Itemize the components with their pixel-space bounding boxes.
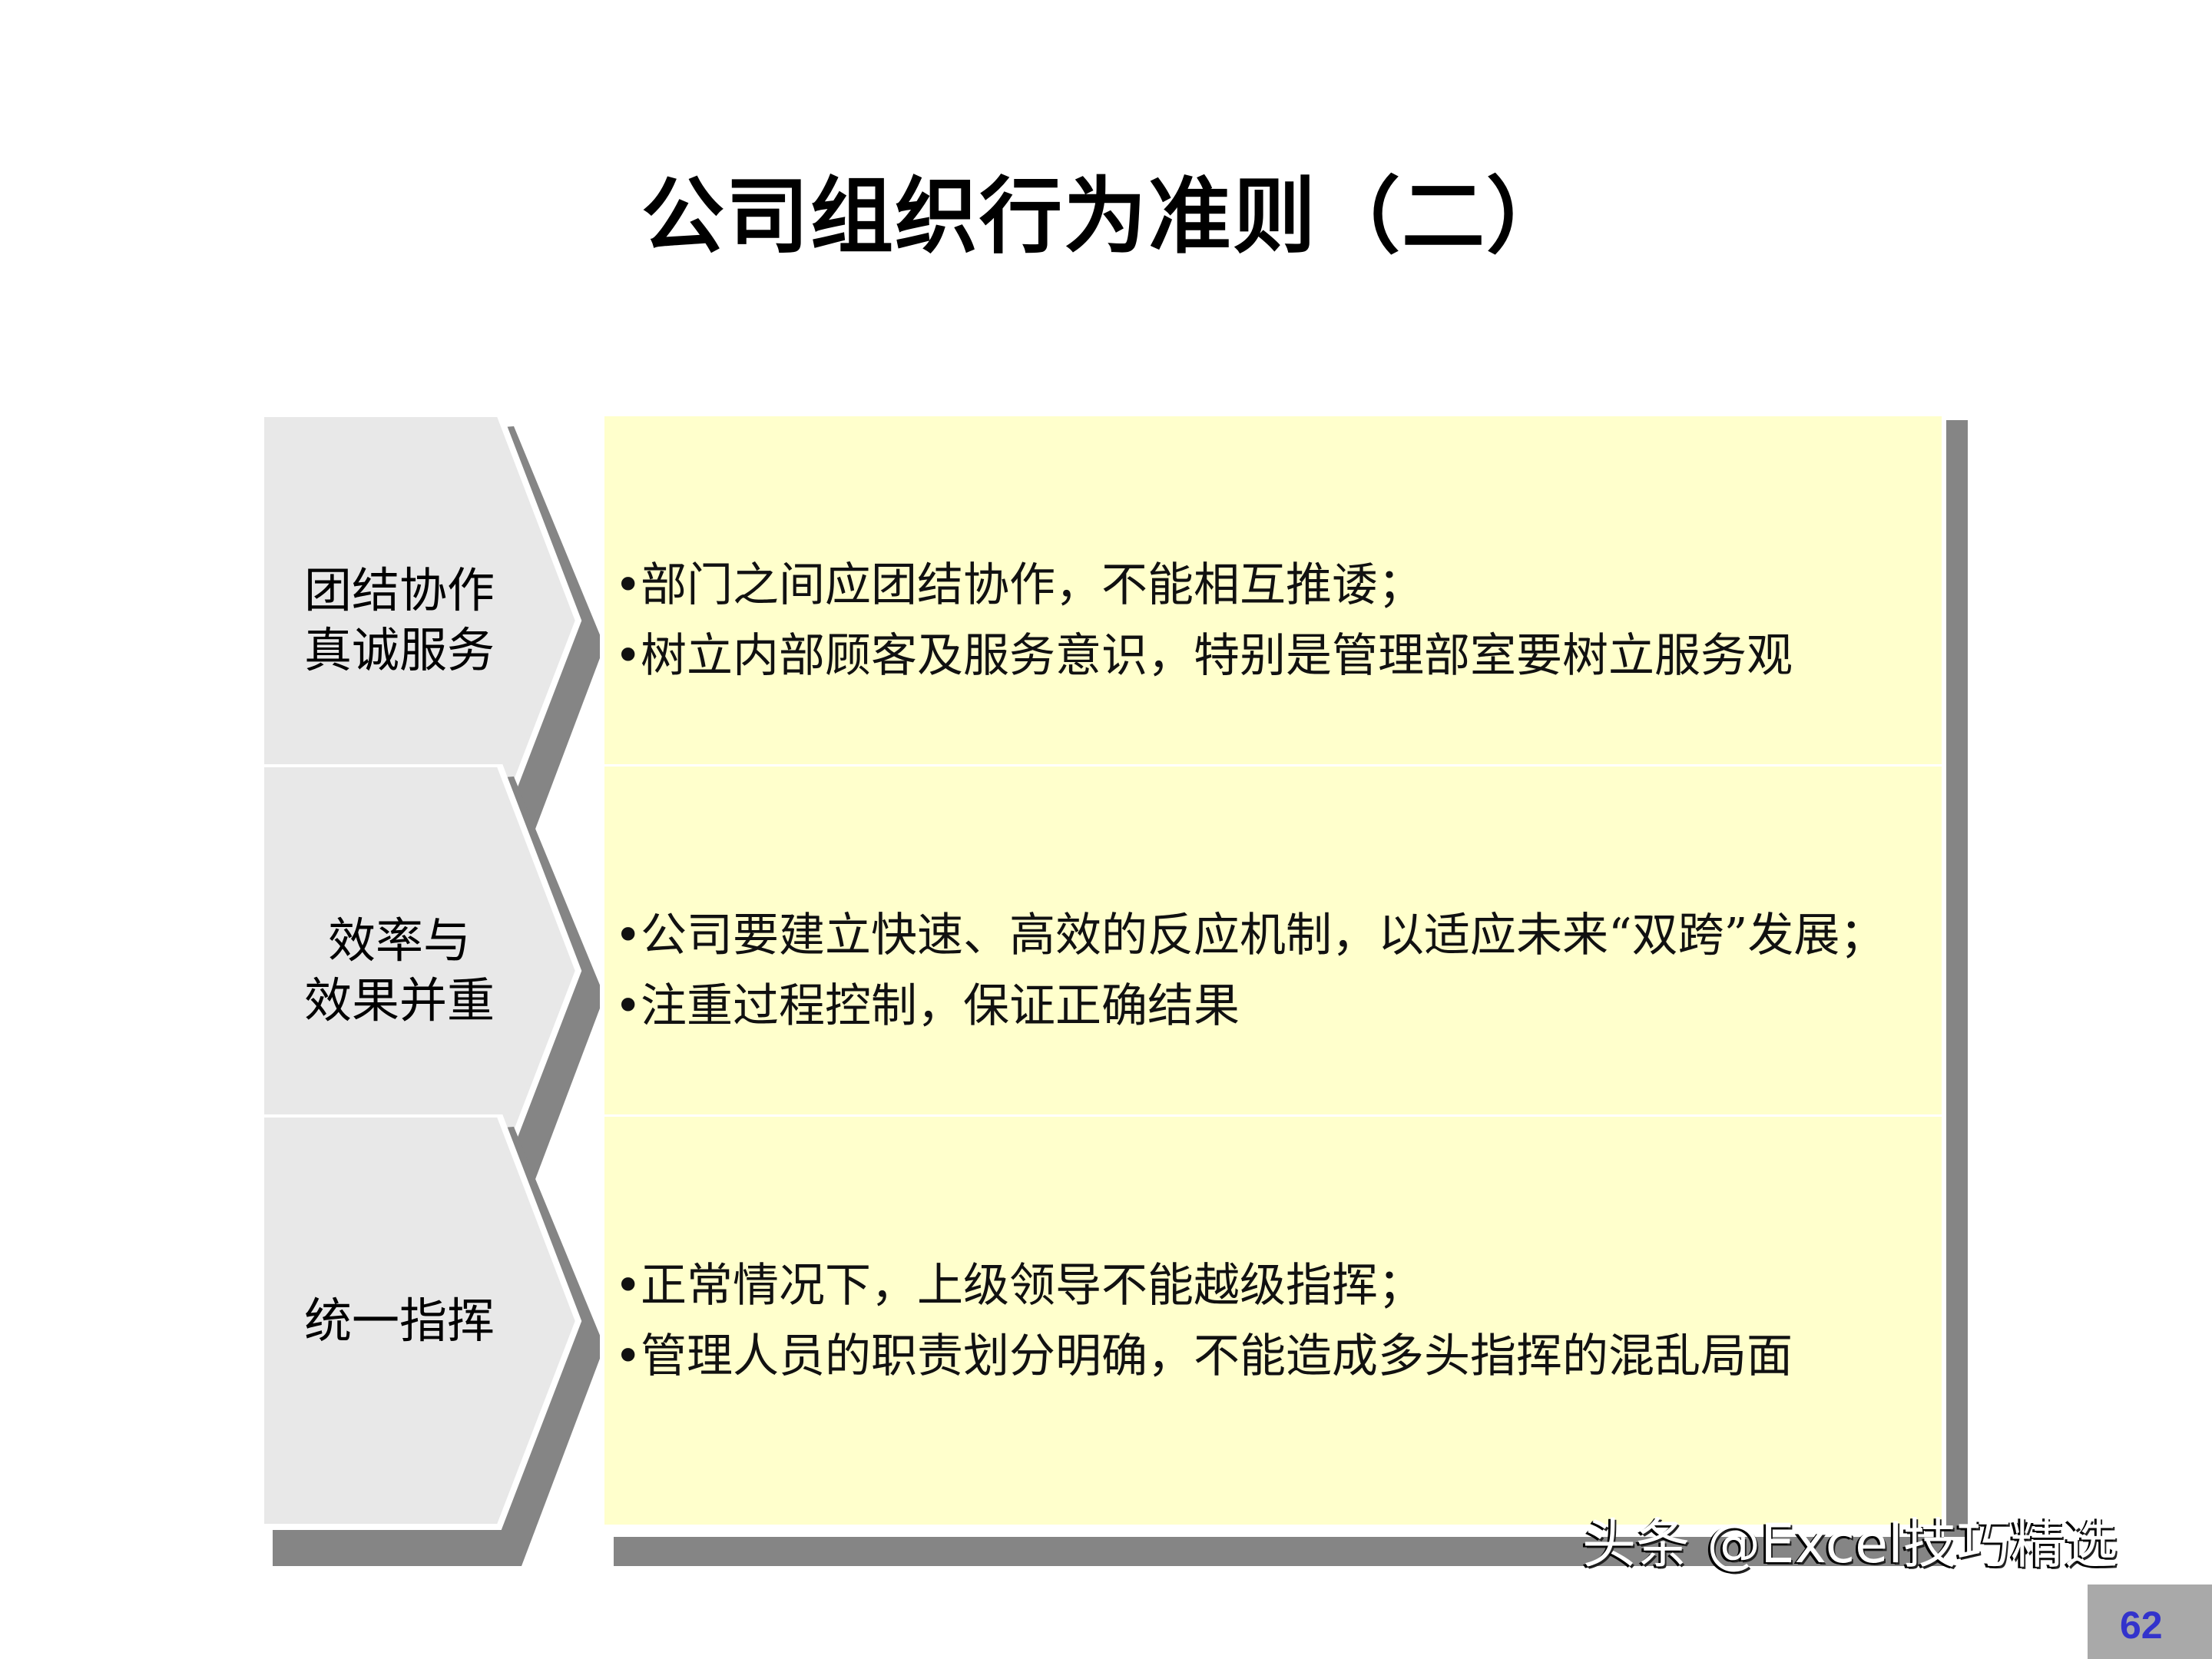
bullet-icon: •	[614, 979, 642, 1033]
bullet-icon: •	[614, 1329, 642, 1383]
label-chevron	[258, 764, 582, 1180]
bullet-icon: •	[614, 558, 642, 612]
row-shapes	[258, 414, 1968, 866]
panel-box	[600, 1114, 1946, 1529]
label-line: 团结协作	[303, 561, 495, 618]
panel-box	[600, 764, 1946, 1179]
principle-details: •部门之间应团结协作，不能相互推诿；•树立内部顾客及服务意识，特别是管理部室要树…	[614, 414, 1936, 826]
bullet-icon: •	[614, 628, 642, 683]
bullet-text: 注重过程控制，保证正确结果	[641, 979, 1240, 1033]
label-chevron	[258, 1114, 582, 1530]
principle-details: •正常情况下，上级领导不能越级指挥；•管理人员的职责划分明确，不能造成多头指挥的…	[614, 1114, 1936, 1527]
page-number-box	[2088, 1584, 2212, 1659]
row-shapes	[258, 1114, 1968, 1566]
bullet-icon: •	[614, 1258, 642, 1313]
bullet-item: •部门之间应团结协作，不能相互推诿；	[614, 550, 1936, 621]
bullet-item: •树立内部顾客及服务意识，特别是管理部室要树立服务观	[614, 621, 1936, 691]
bullet-item: •管理人员的职责划分明确，不能造成多头指挥的混乱局面	[614, 1321, 1936, 1392]
principle-row: 团结协作真诚服务•部门之间应团结协作，不能相互推诿；•树立内部顾客及服务意识，特…	[0, 414, 2212, 875]
row-shapes	[258, 764, 1968, 1216]
principle-label: 效率与效果并重	[261, 764, 538, 1177]
label-line: 真诚服务	[303, 621, 495, 678]
label-line: 效率与	[327, 912, 471, 969]
bullet-text: 正常情况下，上级领导不能越级指挥；	[641, 1258, 1424, 1313]
bullet-item: •注重过程控制，保证正确结果	[614, 971, 1936, 1041]
panel-box	[600, 414, 1946, 829]
label-chevron	[258, 414, 582, 830]
principle-label: 统一指挥	[261, 1114, 538, 1527]
bullet-text: 树立内部顾客及服务意识，特别是管理部室要树立服务观	[641, 628, 1793, 683]
bullet-icon: •	[614, 908, 642, 962]
bullet-text: 部门之间应团结协作，不能相互推诿；	[641, 558, 1424, 612]
principle-row: 统一指挥•正常情况下，上级领导不能越级指挥；•管理人员的职责划分明确，不能造成多…	[0, 1114, 2212, 1575]
label-line: 效果并重	[303, 972, 495, 1028]
page-number: 62	[2120, 1604, 2163, 1647]
label-line: 统一指挥	[303, 1292, 495, 1349]
bullet-item: •正常情况下，上级领导不能越级指挥；	[614, 1250, 1936, 1321]
bullet-text: 公司要建立快速、高效的反应机制，以适应未来“双跨”发展；	[641, 908, 1886, 962]
watermark: 头条 @Excel技巧精选	[1582, 1512, 2118, 1575]
principle-label: 团结协作真诚服务	[261, 414, 538, 826]
page-title: 公司组织行为准则（二）	[641, 169, 1571, 265]
bullet-item: •公司要建立快速、高效的反应机制，以适应未来“双跨”发展；	[614, 900, 1936, 971]
principle-details: •公司要建立快速、高效的反应机制，以适应未来“双跨”发展；•注重过程控制，保证正…	[614, 764, 1936, 1177]
principle-row: 效率与效果并重•公司要建立快速、高效的反应机制，以适应未来“双跨”发展；•注重过…	[0, 764, 2212, 1225]
bullet-text: 管理人员的职责划分明确，不能造成多头指挥的混乱局面	[641, 1329, 1793, 1383]
